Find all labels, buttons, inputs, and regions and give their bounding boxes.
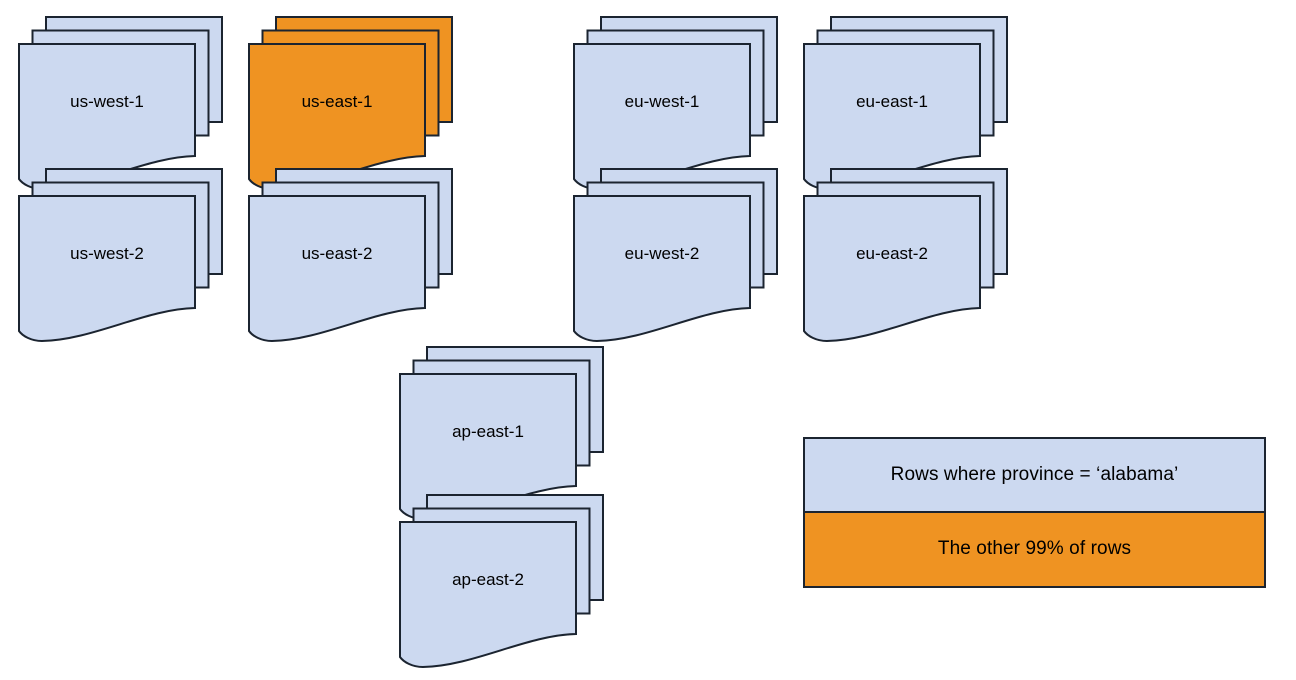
document-sheet-front xyxy=(803,43,981,191)
document-stack-shape xyxy=(248,168,453,343)
legend: Rows where province = ‘alabama’ The other… xyxy=(803,437,1266,588)
region-stack-ap-east-2[interactable]: ap-east-2 xyxy=(399,494,610,672)
region-stack-us-west-2[interactable]: us-west-2 xyxy=(18,168,229,346)
region-stack-eu-west-2[interactable]: eu-west-2 xyxy=(573,168,784,346)
document-sheet-front xyxy=(803,195,981,343)
document-sheet-front xyxy=(18,195,196,343)
document-sheet-front xyxy=(573,195,751,343)
region-stack-us-east-2[interactable]: us-east-2 xyxy=(248,168,459,346)
legend-item-other-rows: The other 99% of rows xyxy=(805,512,1264,586)
document-stack-shape xyxy=(399,494,604,669)
region-stack-eu-east-2[interactable]: eu-east-2 xyxy=(803,168,1014,346)
document-stack-shape xyxy=(18,168,223,343)
legend-item-label: Rows where province = ‘alabama’ xyxy=(890,463,1179,485)
document-stack-shape xyxy=(573,168,778,343)
document-sheet-front xyxy=(18,43,196,191)
document-sheet-front xyxy=(248,195,426,343)
region-stack-us-west-1[interactable]: us-west-1 xyxy=(18,16,229,194)
document-stack-shape xyxy=(399,346,604,521)
document-sheet-front xyxy=(399,521,577,669)
document-stack-shape xyxy=(573,16,778,191)
legend-item-matching-rows: Rows where province = ‘alabama’ xyxy=(805,439,1264,513)
document-stack-shape xyxy=(803,16,1008,191)
document-stack-shape xyxy=(803,168,1008,343)
document-sheet-front xyxy=(573,43,751,191)
document-sheet-front xyxy=(248,43,426,191)
region-stack-ap-east-1[interactable]: ap-east-1 xyxy=(399,346,610,524)
legend-item-label: The other 99% of rows xyxy=(937,538,1132,560)
region-stack-us-east-1[interactable]: us-east-1 xyxy=(248,16,459,194)
document-stack-shape xyxy=(18,16,223,191)
document-stack-shape xyxy=(248,16,453,191)
